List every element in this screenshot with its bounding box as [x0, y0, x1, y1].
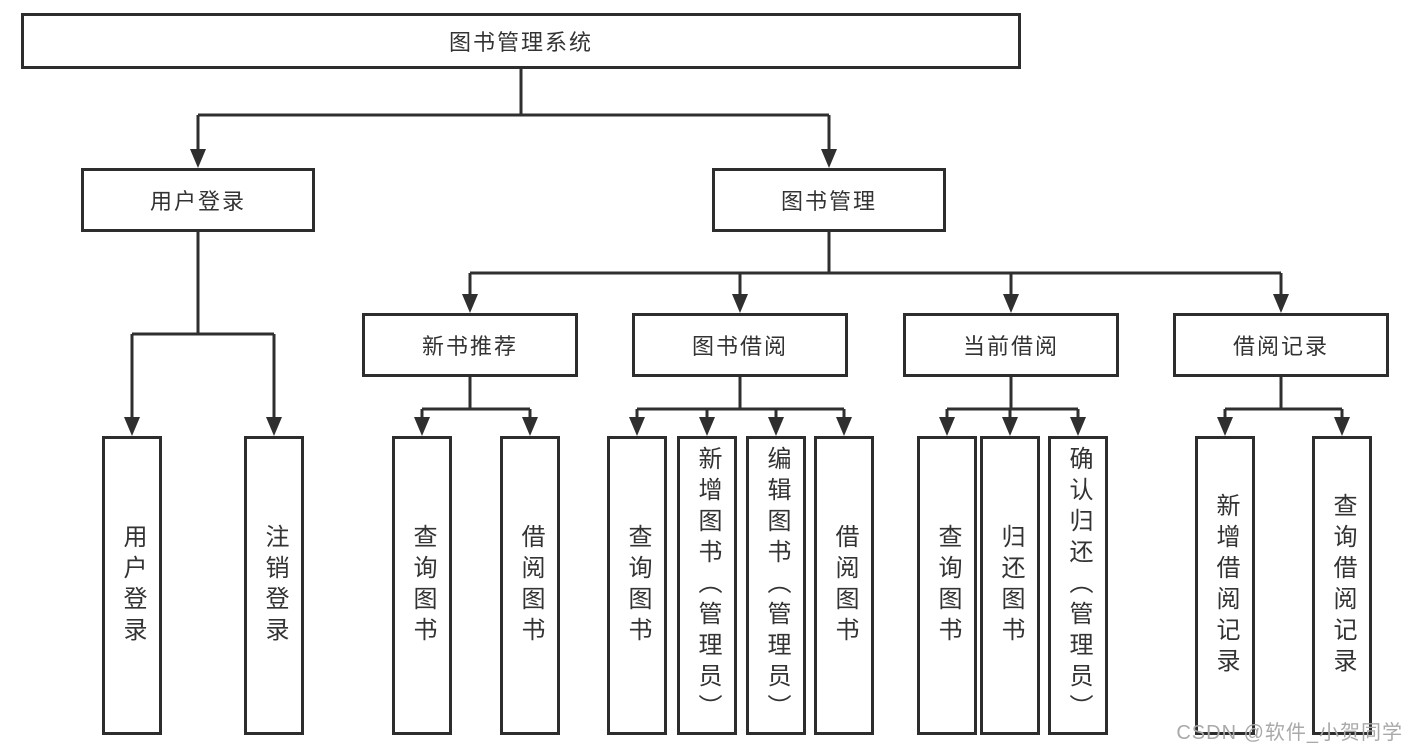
- leaf-borrow-books-recommend: 借阅图书: [500, 436, 560, 735]
- leaf-edit-book-admin-label: 编辑图书（管理员）: [763, 446, 790, 725]
- node-root: 图书管理系统: [21, 13, 1021, 69]
- node-book-management-label: 图书管理: [780, 189, 877, 214]
- node-root-label: 图书管理系统: [448, 30, 593, 55]
- leaf-query-books-borrow: 查询图书: [607, 436, 667, 735]
- csdn-watermark: CSDN @软件_小贺同学: [1176, 722, 1403, 744]
- leaf-add-borrow-record-label: 新增借阅记录: [1212, 492, 1239, 679]
- connector-book-management-to-level3: [468, 232, 1283, 296]
- leaf-query-borrow-record-label: 查询借阅记录: [1329, 492, 1356, 679]
- node-user-login: 用户登录: [81, 168, 315, 232]
- node-borrow-records: 借阅记录: [1173, 313, 1389, 377]
- arrow-down-icon: [629, 417, 645, 436]
- leaf-borrow-books: 借阅图书: [814, 436, 874, 735]
- leaf-logout: 注销登录: [244, 436, 304, 735]
- leaf-borrow-books-label: 借阅图书: [831, 523, 858, 648]
- node-book-management: 图书管理: [712, 168, 946, 232]
- arrow-down-icon: [462, 294, 478, 313]
- node-current-borrow-label: 当前借阅: [962, 334, 1059, 359]
- node-user-login-label: 用户登录: [149, 189, 246, 214]
- leaf-query-books-borrow-label: 查询图书: [624, 523, 651, 648]
- arrow-down-icon: [699, 417, 715, 436]
- node-book-borrow: 图书借阅: [632, 313, 848, 377]
- leaf-edit-book-admin: 编辑图书（管理员）: [746, 436, 806, 735]
- connector-borrow-records-to-leaves: [1223, 377, 1344, 419]
- leaf-query-books-recommend: 查询图书: [392, 436, 452, 735]
- arrow-down-icon: [836, 417, 852, 436]
- arrow-down-icon: [1217, 417, 1233, 436]
- connector-user-login-to-leaves: [130, 232, 276, 419]
- leaf-add-book-admin: 新增图书（管理员）: [677, 436, 737, 735]
- arrow-down-icon: [1002, 417, 1018, 436]
- leaf-add-borrow-record: 新增借阅记录: [1195, 436, 1255, 735]
- leaf-query-books-recommend-label: 查询图书: [409, 523, 436, 648]
- arrow-down-icon: [414, 417, 430, 436]
- node-borrow-records-label: 借阅记录: [1232, 334, 1329, 359]
- arrow-down-icon: [1334, 417, 1350, 436]
- leaf-borrow-books-recommend-label: 借阅图书: [517, 523, 544, 648]
- connector-current-borrow-to-leaves: [945, 377, 1080, 419]
- leaf-query-books-current-label: 查询图书: [934, 523, 961, 648]
- arrow-down-icon: [939, 417, 955, 436]
- arrow-down-icon: [821, 149, 837, 168]
- leaf-query-books-current: 查询图书: [917, 436, 977, 735]
- connector-new-book-recommend-to-leaves: [420, 377, 532, 419]
- leaf-add-book-admin-label: 新增图书（管理员）: [694, 446, 721, 725]
- leaf-query-borrow-record: 查询借阅记录: [1312, 436, 1372, 735]
- arrow-down-icon: [1070, 417, 1086, 436]
- leaf-logout-label: 注销登录: [261, 523, 288, 648]
- arrow-down-icon: [266, 417, 282, 436]
- arrow-down-icon: [1273, 294, 1289, 313]
- leaf-user-login-label: 用户登录: [119, 523, 146, 648]
- arrow-down-icon: [124, 417, 140, 436]
- node-book-borrow-label: 图书借阅: [691, 334, 788, 359]
- node-new-book-recommend: 新书推荐: [362, 313, 578, 377]
- arrow-down-icon: [1003, 294, 1019, 313]
- leaf-confirm-return-admin: 确认归还（管理员）: [1048, 436, 1108, 735]
- connector-book-borrow-to-leaves: [635, 377, 846, 419]
- arrow-down-icon: [768, 417, 784, 436]
- arrow-down-icon: [732, 294, 748, 313]
- arrow-down-icon: [190, 149, 206, 168]
- node-new-book-recommend-label: 新书推荐: [421, 334, 518, 359]
- leaf-confirm-return-admin-label: 确认归还（管理员）: [1065, 446, 1092, 725]
- arrow-down-icon: [522, 417, 538, 436]
- node-current-borrow: 当前借阅: [903, 313, 1119, 377]
- leaf-return-book: 归还图书: [980, 436, 1040, 735]
- leaf-user-login: 用户登录: [102, 436, 162, 735]
- connector-root-to-level2: [196, 69, 831, 151]
- leaf-return-book-label: 归还图书: [997, 523, 1024, 648]
